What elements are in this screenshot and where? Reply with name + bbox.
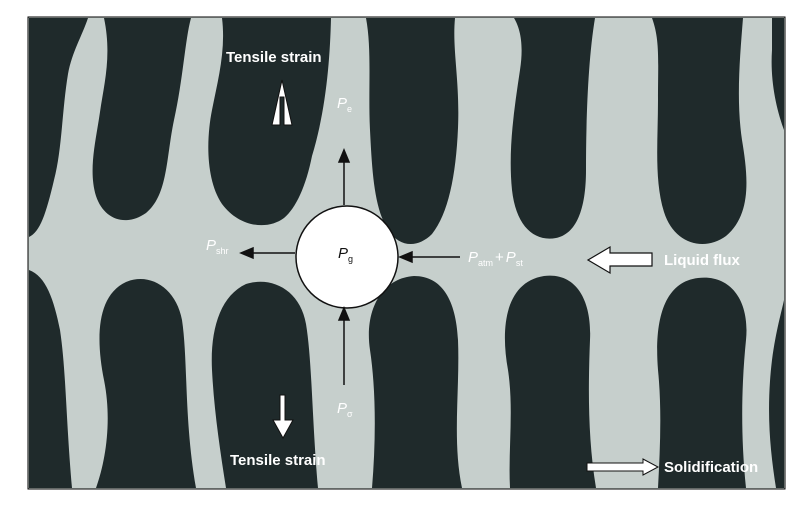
solid-dendrites [29,18,784,488]
solidification-arrow [586,458,660,476]
pst-sub: st [516,258,524,268]
arrow-pe-head [337,148,351,163]
pshr-main: P [206,237,216,254]
tensile-strain-up-arrow [271,79,293,126]
liquid-flux-label: Liquid flux [664,252,740,269]
pressure-pe: Pe [337,95,352,114]
pressure-arrows [239,148,460,385]
pshr-sub: shr [216,246,229,256]
patm-sub: atm [478,258,493,268]
solidification-label: Solidification [664,459,758,476]
pressure-psigma: Pσ [337,400,353,419]
tensile-strain-down-arrow [272,394,294,440]
pe-sub: e [347,104,352,114]
dendrite-top-2 [208,18,331,226]
dendrite-bottom-left-edge [29,270,72,488]
tensile-strain-top-label: Tensile strain [226,49,322,66]
dendrite-bottom-2 [211,281,318,488]
patm-main: P [468,249,478,266]
plus-sign: + [495,249,504,266]
dendrite-top-3 [366,18,459,245]
dendrite-bottom-1 [96,279,196,488]
dendrite-bottom-3 [368,276,462,488]
pressure-pshr: Pshr [206,237,229,256]
pst-main: P [506,249,516,266]
psigma-main: P [337,400,347,417]
dendrite-bottom-right-edge [769,300,784,488]
arrow-pshr-head [239,246,254,260]
liquid-flux-arrow [586,245,653,275]
arrow-patm-head [398,250,413,264]
tensile-strain-bottom-label: Tensile strain [230,452,326,469]
dendrite-top-5 [652,18,747,244]
pg-sub: g [348,254,353,264]
pe-main: P [337,95,347,112]
dendrite-top-right-edge [771,18,784,130]
gas-pore [295,205,399,309]
dendrite-top-4 [510,18,595,239]
dendrite-bottom-5 [657,277,747,488]
psigma-sub: σ [347,409,353,419]
arrow-psigma-head [337,306,351,321]
pg-main: P [338,245,348,262]
dendrite-top-1 [92,18,191,221]
dendrite-bottom-4 [504,275,596,488]
pressure-pg: Pg [338,245,353,264]
dendrite-top-left-edge [29,18,88,237]
pressure-patm-pst: Patm+Pst [468,249,523,268]
